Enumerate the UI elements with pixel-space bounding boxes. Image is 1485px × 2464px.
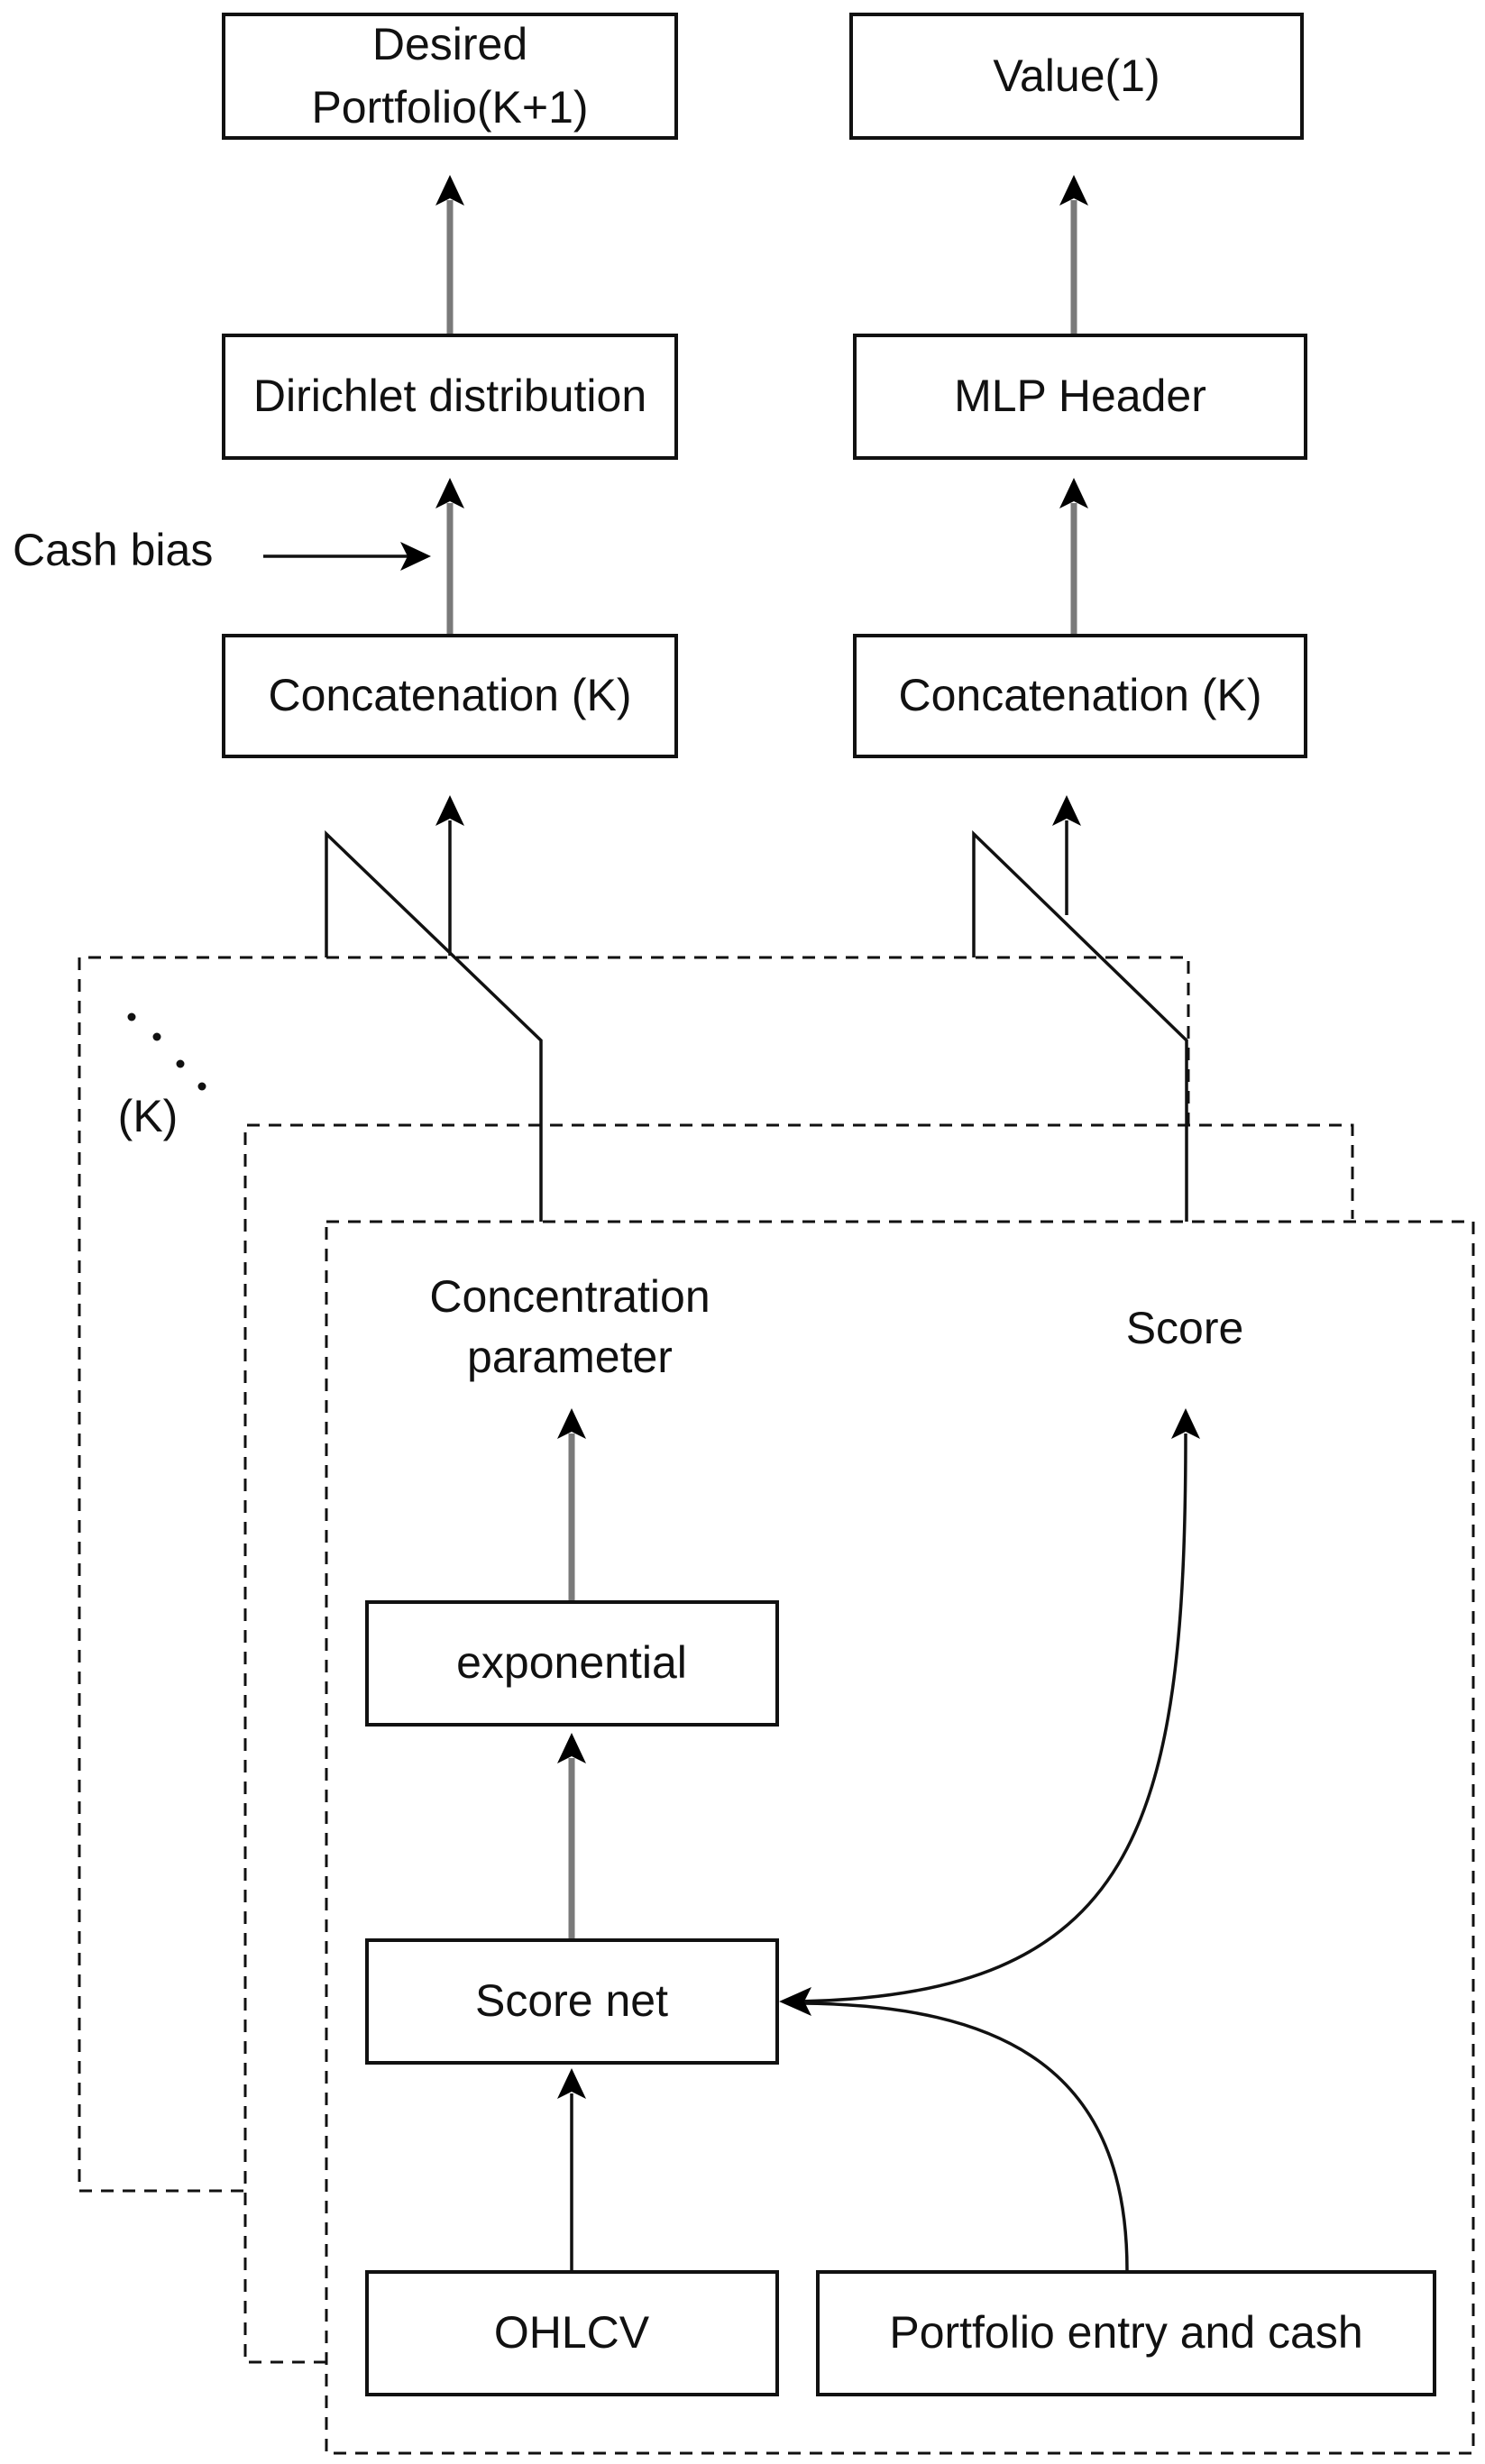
arrowhead	[1171, 1408, 1200, 1439]
score-net-label: Score net	[475, 1975, 668, 2026]
concat-right-label: Concatenation (K)	[898, 670, 1261, 720]
left-edges	[263, 175, 543, 1222]
arrowhead	[557, 1733, 586, 1763]
frame-back	[78, 956, 1190, 2193]
concentration-label-line1: Concentration	[429, 1271, 710, 1322]
bracket-left	[325, 829, 543, 1222]
arrowhead	[557, 1408, 586, 1439]
edge-scorenet-to-score	[793, 1433, 1187, 2003]
concat-right-box	[853, 634, 1307, 758]
arrowhead	[435, 478, 464, 508]
ohlcv-node: OHLCV	[365, 2270, 779, 2396]
stacked-frames	[78, 956, 1475, 2455]
concat-right-node: Concatenation (K)	[853, 634, 1307, 758]
ohlcv-box	[365, 2270, 779, 2396]
arrowhead	[400, 542, 431, 571]
ohlcv-label: OHLCV	[494, 2307, 650, 2358]
portfolio-entry-box	[816, 2270, 1436, 2396]
dirichlet-box	[222, 334, 678, 460]
concat-left-node: Concatenation (K)	[222, 634, 678, 758]
ellipsis-dot	[197, 1082, 206, 1091]
desired-portfolio-line2: Portfolio(K+1)	[311, 82, 588, 133]
concat-left-label: Concatenation (K)	[268, 670, 631, 720]
concentration-label-line2: parameter	[467, 1332, 673, 1382]
arrowhead	[557, 2068, 586, 2099]
desired-portfolio-box	[222, 13, 678, 140]
value-node: Value(1)	[849, 13, 1304, 140]
right-edges	[972, 175, 1188, 1222]
ellipsis-dot	[152, 1032, 161, 1041]
desired-portfolio-line1: Desired	[372, 19, 527, 69]
frame-middle	[243, 1123, 1354, 2364]
edge-portfolio-to-scorenet	[793, 2001, 1129, 2271]
score-net-box	[365, 1938, 779, 2065]
mlp-header-node: MLP Header	[853, 334, 1307, 460]
desired-portfolio-node: Desired Portfolio(K+1)	[222, 13, 678, 140]
bracket-right	[972, 829, 1188, 1222]
arrowhead	[1052, 795, 1081, 826]
ellipsis-marker: (K)	[118, 1012, 206, 1141]
portfolio-entry-label: Portfolio entry and cash	[889, 2307, 1362, 2358]
exponential-label: exponential	[456, 1637, 687, 1688]
inner-edges	[557, 1408, 1200, 2271]
ellipsis-dot	[176, 1059, 185, 1068]
arrowhead	[1059, 478, 1088, 508]
score-label: Score	[1126, 1303, 1244, 1353]
mlp-header-label: MLP Header	[954, 371, 1206, 421]
score-net-node: Score net	[365, 1938, 779, 2065]
k-marker-label: (K)	[118, 1091, 179, 1141]
cash-bias-label: Cash bias	[13, 525, 213, 575]
mlp-header-box	[853, 334, 1307, 460]
portfolio-entry-node: Portfolio entry and cash	[816, 2270, 1436, 2396]
dirichlet-label: Dirichlet distribution	[253, 371, 646, 421]
concat-left-box	[222, 634, 678, 758]
dirichlet-node: Dirichlet distribution	[222, 334, 678, 460]
frame-front	[325, 1220, 1475, 2455]
arrowhead	[1059, 175, 1088, 206]
value-label: Value(1)	[993, 50, 1160, 101]
ellipsis-dot	[127, 1012, 136, 1021]
arrowhead	[435, 795, 464, 826]
arrowhead	[435, 175, 464, 206]
exponential-node: exponential	[365, 1600, 779, 1727]
value-box	[849, 13, 1304, 140]
arrowhead	[779, 1987, 811, 2016]
exponential-box	[365, 1600, 779, 1727]
